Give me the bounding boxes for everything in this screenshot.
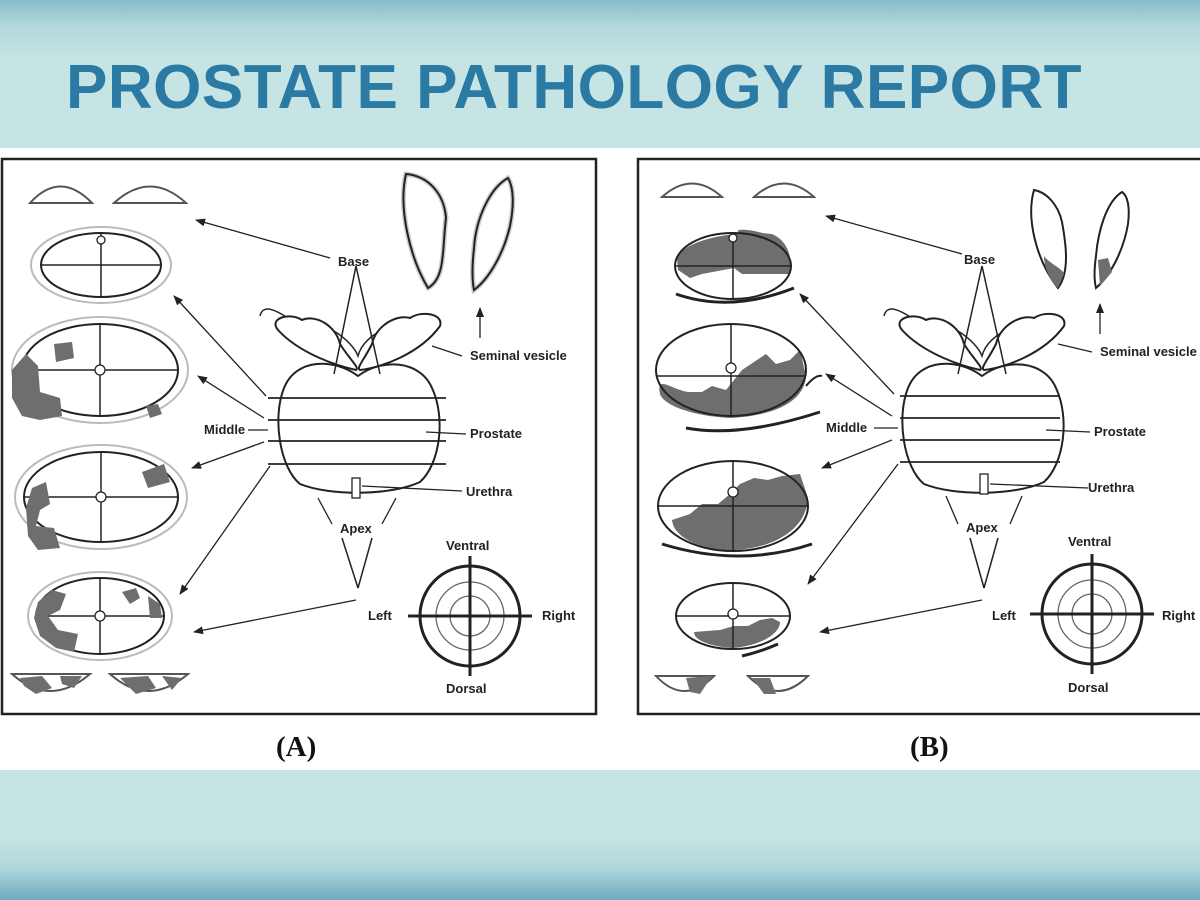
dome-top-right [111,185,189,204]
seminal-vesicle-detail-b [1030,188,1130,334]
slice-2 [11,316,189,424]
header-band [0,0,1200,148]
panel-a: Base Seminal vesicle Middle Prostate Ure… [0,157,598,716]
dome-top-left-b [659,182,725,198]
label-ventral-b: Ventral [1068,534,1111,549]
label-base-b: Base [964,252,995,267]
label-apex: Apex [340,521,373,536]
diagram-area: Base Seminal vesicle Middle Prostate Ure… [0,148,1200,770]
label-left: Left [368,608,393,623]
arrows-b [799,214,1093,635]
label-urethra-b: Urethra [1088,480,1135,495]
label-left-b: Left [992,608,1017,623]
prostate-map-figure: Base Seminal vesicle Middle Prostate Ure… [0,157,1200,716]
panel-a-caption: (A) [276,731,317,763]
label-right-b: Right [1162,608,1196,623]
dome-bottom-right [107,673,191,692]
label-urethra: Urethra [466,484,513,499]
orientation-compass-b [1030,554,1154,674]
slide-title: PROSTATE PATHOLOGY REPORT [66,53,1083,122]
label-dorsal: Dorsal [446,681,486,696]
dome-top-right-b [751,182,817,198]
seminal-vesicle-detail [401,171,516,338]
label-prostate-b: Prostate [1094,424,1146,439]
slice-3 [14,444,188,550]
slice-1 [30,226,172,304]
dome-bottom-left [9,673,93,692]
dome-bottom-left-b [653,675,717,692]
label-prostate: Prostate [470,426,522,441]
slice-4-b [675,582,791,658]
label-base: Base [338,254,369,269]
label-dorsal-b: Dorsal [1068,680,1108,695]
arrows-a [173,218,467,635]
dome-top-left [27,185,95,204]
labels-b: Base Seminal vesicle Middle Prostate Ure… [826,252,1197,695]
prostate-organ-b [883,265,1066,589]
slice-2-b [655,323,823,433]
labels-a: Base Seminal vesicle Middle Prostate Ure… [204,254,576,696]
slice-4 [27,571,173,661]
label-apex-b: Apex [966,520,999,535]
panel-b: Base Seminal vesicle Middle Prostate Ure… [636,157,1200,716]
label-ventral: Ventral [446,538,489,553]
slice-1-b [674,229,795,304]
label-seminal-vesicle: Seminal vesicle [470,348,567,363]
orientation-compass-a [408,556,532,676]
panel-b-caption: (B) [910,731,949,763]
dome-bottom-right-b [745,675,811,692]
label-middle-b: Middle [826,420,867,435]
label-right: Right [542,608,576,623]
footer-band [0,770,1200,900]
prostate-organ-a [259,265,446,589]
label-seminal-vesicle-b: Seminal vesicle [1100,344,1197,359]
label-middle: Middle [204,422,245,437]
slice-3-b [657,460,813,558]
